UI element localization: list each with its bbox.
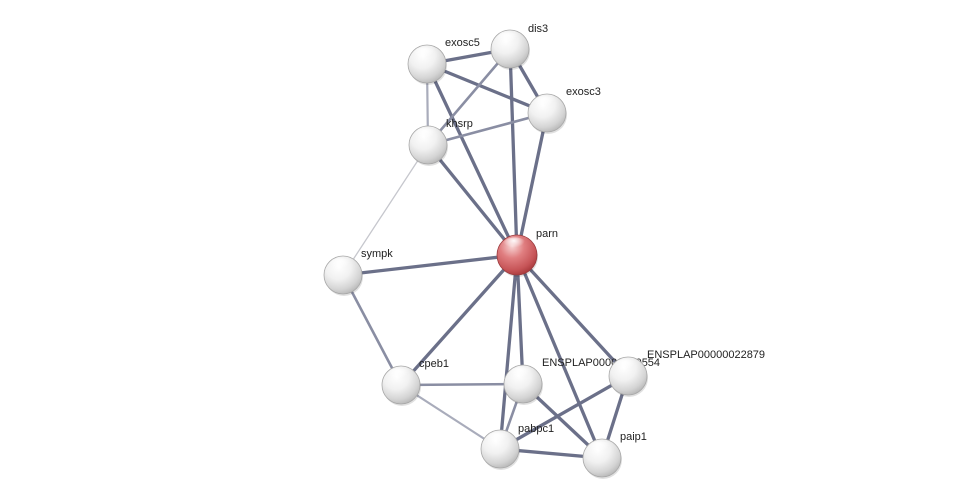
node-label-exosc5: exosc5 bbox=[445, 37, 480, 49]
node-paip1[interactable]: paip1 bbox=[582, 431, 647, 479]
edge-sympk-parn[interactable] bbox=[341, 253, 519, 277]
edge-parn-ensp554[interactable] bbox=[515, 253, 525, 386]
edge-dis3-parn[interactable] bbox=[508, 47, 519, 257]
node-highlight bbox=[614, 359, 638, 374]
node-highlight bbox=[496, 32, 520, 47]
node-label-paip1: paip1 bbox=[620, 431, 647, 443]
node-layer: exosc5 dis3 exosc3 khsrp parn sympk cpeb1 ENSPL… bbox=[323, 23, 765, 479]
node-sympk[interactable]: sympk bbox=[323, 248, 393, 296]
edge-parn-paip1[interactable] bbox=[515, 253, 604, 460]
edge-exosc3-parn[interactable] bbox=[515, 111, 549, 257]
node-label-pabpc1: pabpc1 bbox=[518, 423, 554, 435]
node-label-sympk: sympk bbox=[361, 248, 393, 260]
edge-khsrp-sympk[interactable] bbox=[342, 144, 429, 276]
edge-parn-pabpc1[interactable] bbox=[498, 253, 519, 451]
node-label-cpeb1: cpeb1 bbox=[419, 358, 449, 370]
node-dis3[interactable]: dis3 bbox=[490, 23, 548, 70]
node-highlight bbox=[387, 368, 411, 383]
node-highlight bbox=[414, 128, 438, 143]
node-label-exosc3: exosc3 bbox=[566, 86, 601, 98]
node-khsrp[interactable]: khsrp bbox=[408, 118, 473, 166]
node-ensp22879[interactable]: ENSPLAP00000022879 bbox=[608, 349, 765, 397]
node-label-khsrp: khsrp bbox=[446, 118, 473, 130]
edge-exosc5-exosc3[interactable] bbox=[425, 62, 549, 115]
edge-parn-ensp22879[interactable] bbox=[515, 253, 630, 378]
node-highlight bbox=[329, 258, 353, 273]
edge-parn-cpeb1[interactable] bbox=[399, 253, 519, 387]
edge-sympk-cpeb1[interactable] bbox=[341, 273, 403, 387]
node-highlight bbox=[509, 367, 533, 382]
node-highlight bbox=[486, 432, 510, 447]
node-cpeb1[interactable]: cpeb1 bbox=[381, 358, 449, 406]
edge-cpeb1-pabpc1[interactable] bbox=[399, 383, 502, 451]
node-exosc5[interactable]: exosc5 bbox=[407, 37, 480, 85]
node-label-ensp22879: ENSPLAP00000022879 bbox=[647, 349, 765, 361]
edge-cpeb1-ensp554[interactable] bbox=[399, 382, 525, 387]
node-highlight bbox=[502, 237, 528, 253]
node-label-parn: parn bbox=[536, 228, 558, 240]
edge-layer bbox=[341, 47, 630, 460]
node-highlight bbox=[588, 441, 612, 456]
edge-ensp22879-pabpc1[interactable] bbox=[498, 374, 630, 451]
node-exosc3[interactable]: exosc3 bbox=[527, 86, 601, 134]
node-parn[interactable]: parn bbox=[496, 228, 558, 277]
node-pabpc1[interactable]: pabpc1 bbox=[480, 423, 554, 470]
node-highlight bbox=[533, 96, 557, 111]
edge-dis3-khsrp[interactable] bbox=[426, 47, 512, 147]
edge-exosc5-parn[interactable] bbox=[425, 62, 519, 257]
node-label-dis3: dis3 bbox=[528, 23, 548, 35]
edge-exosc3-khsrp[interactable] bbox=[426, 111, 549, 147]
edge-khsrp-parn[interactable] bbox=[426, 143, 519, 257]
node-highlight bbox=[413, 47, 437, 62]
